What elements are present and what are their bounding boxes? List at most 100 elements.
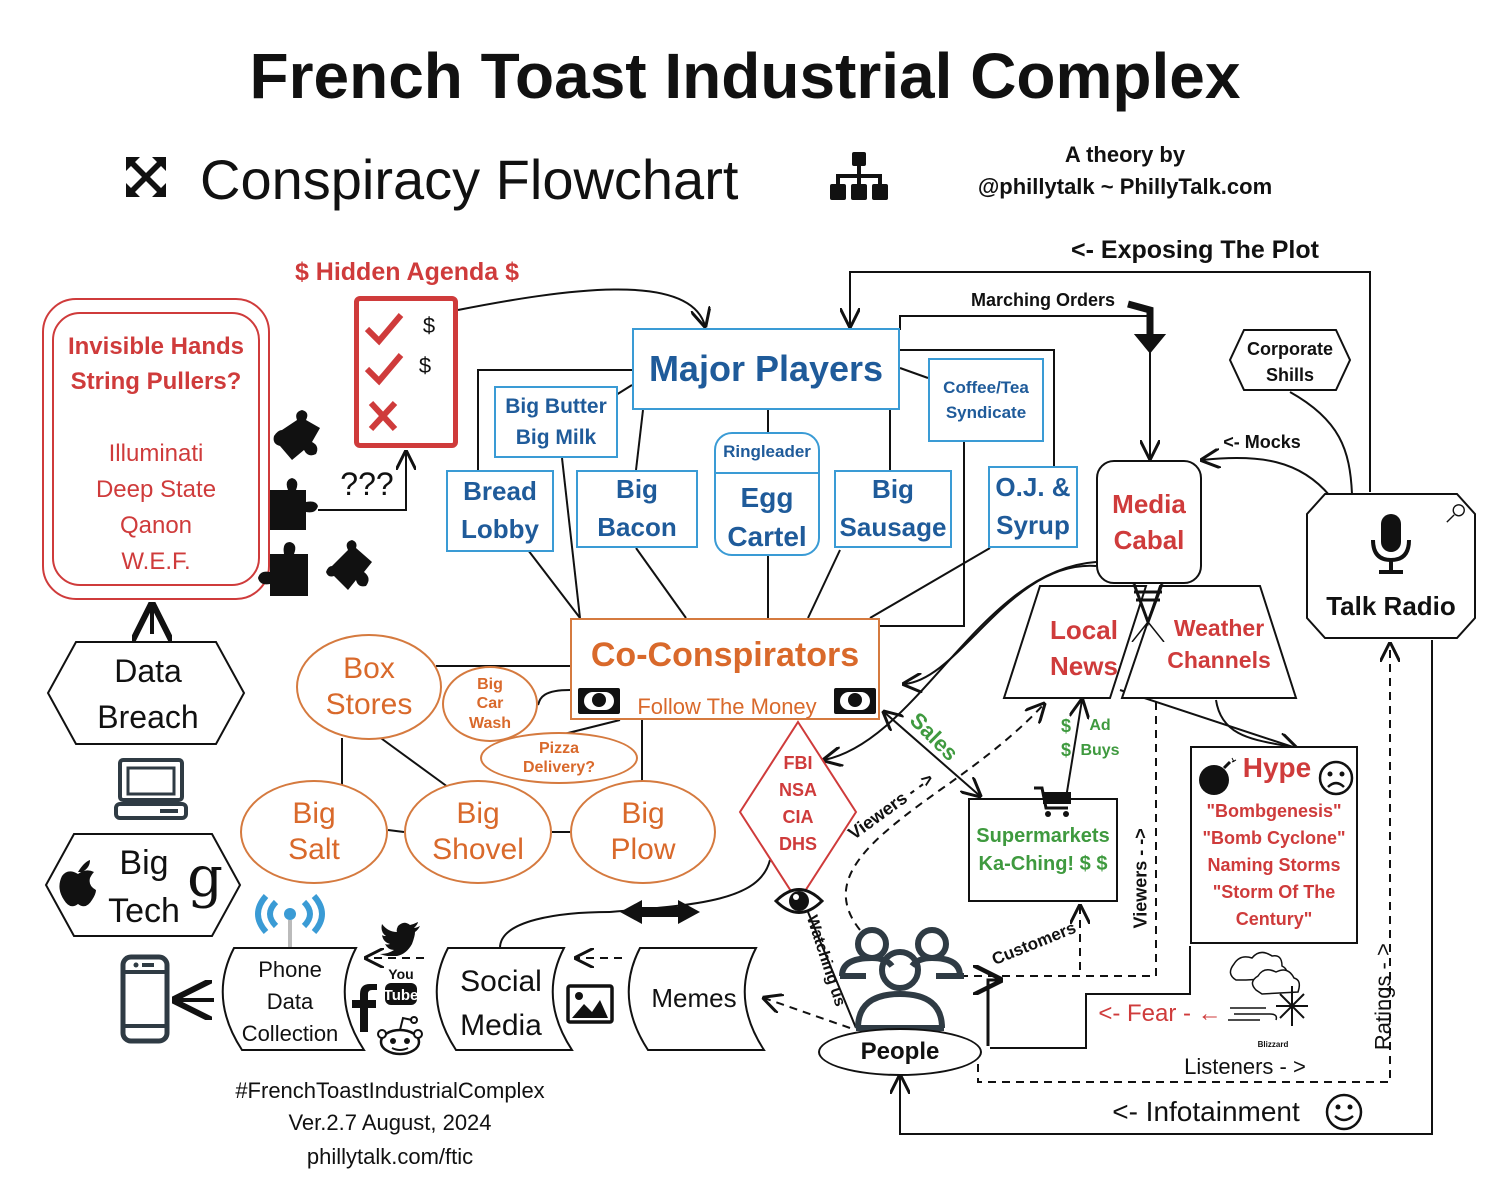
big-salt-node: Big Salt bbox=[240, 780, 388, 884]
data-breach-hexagon: Data Breach bbox=[46, 640, 246, 746]
mocks-connector bbox=[1202, 458, 1331, 497]
laptop-icon bbox=[114, 758, 188, 820]
fear-label: <- Fear - ← bbox=[1098, 1000, 1222, 1027]
ratings-label: Ratings - > bbox=[1370, 943, 1396, 1051]
weather-channels-trapezoid: Weather Channels bbox=[1120, 584, 1298, 700]
ringleader-label: Ringleader bbox=[723, 442, 811, 461]
egg-cartel-label: Egg Cartel bbox=[727, 482, 807, 553]
footer-url: phillytalk.com/ftic bbox=[306, 1144, 474, 1169]
blizzard-caption: Blizzard bbox=[1257, 1040, 1289, 1049]
memes-label: Memes bbox=[651, 983, 737, 1013]
footer-hashtag: #FrenchToastIndustrialComplex bbox=[235, 1078, 545, 1103]
dollar-signs-label: $ $ bbox=[1060, 716, 1071, 761]
credit-line-2: @phillytalk ~ PhillyTalk.com bbox=[977, 174, 1273, 199]
hype-title: Hype bbox=[1242, 752, 1312, 783]
agencies-label: FBI NSA CIA DHS bbox=[778, 753, 817, 854]
data-breach-label: Data Breach bbox=[97, 653, 199, 736]
oj-syrup-box: O.J. & Syrup bbox=[988, 466, 1078, 548]
co-conspirators-title: Co-Conspirators bbox=[590, 636, 860, 674]
hype-box: Hype "Bombgenesis" "Bomb Cyclone" Naming… bbox=[1190, 746, 1358, 944]
major-players-box: Major Players bbox=[632, 328, 900, 410]
phone-data-collection-node: Phone Data Collection bbox=[214, 946, 366, 1052]
dollar-bill-icon bbox=[578, 688, 620, 714]
social-media-label: Social Media bbox=[460, 965, 542, 1042]
marching-orders-label: Marching Orders bbox=[970, 290, 1116, 310]
bread-lobby-box: Bread Lobby bbox=[446, 470, 554, 552]
dollar-bill-icon bbox=[834, 688, 876, 714]
check-icon bbox=[364, 313, 404, 346]
big-plow-node: Big Plow bbox=[570, 780, 716, 884]
media-cabal-box: Media Cabal bbox=[1096, 460, 1202, 584]
puzzle-piece-icon bbox=[266, 476, 328, 536]
svg-text:Tube: Tube bbox=[384, 987, 418, 1004]
memes-node: Memes bbox=[620, 946, 766, 1052]
big-tech-label: Big Tech bbox=[108, 844, 180, 930]
local-news-trapezoid: Local News bbox=[1002, 584, 1148, 700]
corporate-shills-hexagon: Corporate Shills bbox=[1228, 328, 1352, 392]
twitter-bird-icon bbox=[380, 922, 422, 957]
agenda-connector bbox=[457, 288, 705, 326]
reddit-icon bbox=[376, 1014, 424, 1056]
agenda-item-value: $ bbox=[422, 313, 436, 338]
hype-list: "Bombgenesis" "Bomb Cyclone" Naming Stor… bbox=[1202, 801, 1346, 929]
viewers-vertical-label: Viewers - -> bbox=[1130, 828, 1151, 929]
check-icon bbox=[364, 353, 404, 386]
puzzle-piece-icon bbox=[272, 410, 342, 470]
apple-logo-icon bbox=[59, 860, 96, 907]
follow-the-money-label: Follow The Money bbox=[637, 694, 817, 719]
coffee-tea-box: Coffee/Tea Syndicate bbox=[928, 358, 1044, 442]
agencies-diamond: FBI NSA CIA DHS bbox=[738, 720, 858, 904]
smiley-face-icon bbox=[1324, 1092, 1364, 1132]
invisible-hands-title: Invisible Hands String Pullers? bbox=[67, 333, 245, 395]
big-butter-box: Big Butter Big Milk bbox=[494, 386, 618, 458]
footer-version: Ver.2.7 August, 2024 bbox=[288, 1110, 492, 1135]
facebook-icon bbox=[350, 984, 378, 1032]
big-car-wash-node: Big Car Wash bbox=[442, 666, 538, 742]
mocks-label: <- Mocks bbox=[1223, 432, 1301, 452]
exposing-plot-label: <- Exposing The Plot bbox=[1071, 236, 1319, 264]
image-icon bbox=[566, 984, 614, 1024]
talk-radio-box: Talk Radio bbox=[1305, 492, 1477, 640]
bomb-icon bbox=[1199, 757, 1237, 795]
big-shovel-node: Big Shovel bbox=[404, 780, 552, 884]
people-node: People bbox=[818, 1028, 982, 1076]
social-media-node: Social Media bbox=[428, 946, 574, 1052]
customers-label: Customers bbox=[989, 918, 1079, 969]
expand-arrows-icon bbox=[122, 153, 170, 201]
antenna-icon bbox=[1128, 582, 1168, 643]
pizza-delivery-node: Pizza Delivery? bbox=[480, 732, 638, 784]
talk-radio-label: Talk Radio bbox=[1326, 591, 1456, 621]
page-subtitle: Conspiracy Flowchart bbox=[200, 148, 739, 211]
big-bacon-box: Big Bacon bbox=[576, 470, 698, 548]
credit-line-1: A theory by bbox=[1064, 142, 1186, 167]
invisible-hands-box: Invisible Hands String Pullers? Illumina… bbox=[52, 312, 260, 586]
puzzle-piece-icon bbox=[326, 536, 392, 598]
listeners-label: Listeners - > bbox=[1184, 1054, 1306, 1079]
cross-icon bbox=[368, 400, 398, 432]
infotainment-label: <- Infotainment bbox=[1112, 1096, 1300, 1127]
wifi-antenna-icon bbox=[254, 894, 326, 950]
big-tech-hexagon: Big Tech g bbox=[44, 832, 242, 938]
ad-buys-label: Ad Buys bbox=[1080, 717, 1120, 759]
agenda-checklist: $ $ bbox=[354, 296, 458, 448]
hidden-agenda-label: $ Hidden Agenda $ bbox=[294, 258, 520, 286]
eye-icon bbox=[773, 884, 825, 918]
shopping-cart-icon bbox=[1034, 784, 1074, 818]
puzzle-piece-icon bbox=[256, 540, 318, 600]
weather-channels-label: Weather Channels bbox=[1167, 615, 1271, 674]
magnifier-icon bbox=[1446, 504, 1465, 523]
agenda-item-value: $ bbox=[418, 353, 432, 378]
corporate-shills-label: Corporate Shills bbox=[1246, 339, 1333, 386]
google-g-icon: g bbox=[187, 845, 223, 910]
smartphone-icon bbox=[120, 954, 170, 1044]
box-stores-node: Box Stores bbox=[296, 634, 442, 740]
svg-text:You: You bbox=[388, 966, 413, 982]
phone-data-label: Phone Data Collection bbox=[241, 957, 339, 1046]
page-title: French Toast Industrial Complex bbox=[249, 40, 1241, 112]
org-chart-icon bbox=[828, 152, 890, 202]
big-sausage-box: Big Sausage bbox=[834, 470, 952, 548]
question-marks-label: ??? bbox=[340, 466, 394, 502]
supermarkets-box: Supermarkets Ka-Ching! $ $ bbox=[968, 798, 1118, 902]
egg-cartel-box: Ringleader Egg Cartel bbox=[714, 432, 820, 556]
